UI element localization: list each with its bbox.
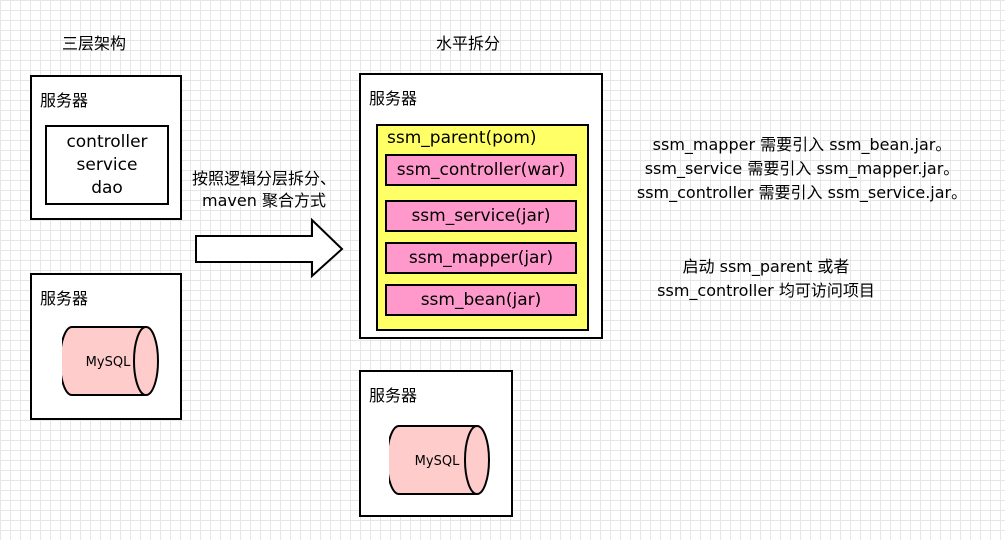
layer-dao: dao [91, 177, 123, 198]
layer-service: service [76, 154, 138, 175]
arrow-caption-line1: 按照逻辑分层拆分、 [191, 169, 336, 188]
split-arrow-icon [195, 218, 344, 279]
start-note-line1: 启动 ssm_parent 或者 [682, 257, 850, 276]
start-note: 启动 ssm_parent 或者 ssm_controller 均可访问项目 [630, 255, 902, 303]
arrow-caption-line2: maven 聚合方式 [202, 191, 326, 210]
module-ssm-mapper: ssm_mapper(jar) [385, 242, 577, 274]
arrow-caption: 按照逻辑分层拆分、 maven 聚合方式 [186, 168, 342, 212]
three-layer-stack: controller service dao [45, 125, 169, 205]
left-app-server-label: 服务器 [40, 91, 89, 110]
dep-note-controller: ssm_controller 需要引入 ssm_service.jar。 [636, 183, 968, 202]
right-db-server: 服务器 MySQL [359, 370, 513, 517]
module-ssm-bean: ssm_bean(jar) [385, 284, 577, 316]
left-mysql-label: MySQL [86, 355, 131, 370]
right-title: 水平拆分 [436, 34, 501, 53]
ssm-parent-container: ssm_parent(pom) ssm_controller(war) ssm_… [376, 124, 589, 331]
right-mysql-cylinder: MySQL [389, 425, 490, 495]
left-mysql-cylinder: MySQL [62, 326, 159, 396]
layer-controller: controller [66, 131, 148, 152]
right-db-server-label: 服务器 [369, 386, 418, 405]
right-app-server-label: 服务器 [369, 89, 418, 108]
right-app-server: 服务器 ssm_parent(pom) ssm_controller(war) … [359, 73, 603, 339]
ssm-parent-label: ssm_parent(pom) [387, 128, 537, 148]
left-app-server: 服务器 controller service dao [30, 75, 182, 220]
left-title: 三层架构 [62, 34, 127, 53]
left-db-server-label: 服务器 [40, 289, 89, 308]
right-mysql-label: MySQL [415, 454, 460, 469]
start-note-line2: ssm_controller 均可访问项目 [657, 281, 875, 300]
dep-note-mapper: ssm_mapper 需要引入 ssm_bean.jar。 [652, 135, 952, 154]
dep-note-service: ssm_service 需要引入 ssm_mapper.jar。 [644, 159, 960, 178]
module-ssm-controller: ssm_controller(war) [385, 154, 577, 186]
dependency-notes: ssm_mapper 需要引入 ssm_bean.jar。 ssm_servic… [622, 133, 982, 205]
module-ssm-service: ssm_service(jar) [385, 200, 577, 232]
left-db-server: 服务器 MySQL [30, 273, 182, 420]
